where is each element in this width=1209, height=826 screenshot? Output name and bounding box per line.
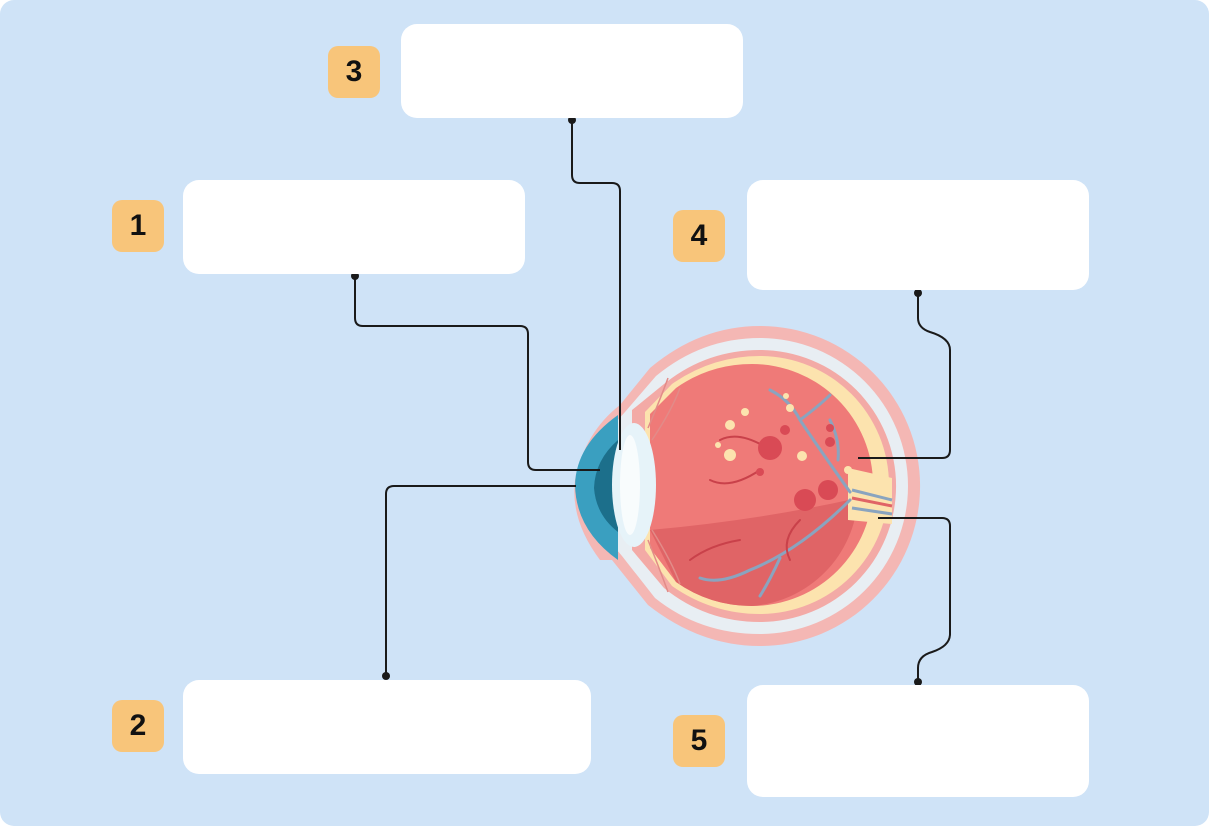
eye-anatomy <box>574 326 920 646</box>
badge-2: 2 <box>112 700 164 752</box>
badge-5: 5 <box>673 715 725 767</box>
label-box-5[interactable] <box>747 685 1089 797</box>
label-box-4[interactable] <box>747 180 1089 290</box>
label-box-3[interactable] <box>401 24 743 118</box>
badge-4: 4 <box>673 210 725 262</box>
label-box-2[interactable] <box>183 680 591 774</box>
badge-3: 3 <box>328 46 380 98</box>
badge-1: 1 <box>112 200 164 252</box>
label-box-1[interactable] <box>183 180 525 274</box>
